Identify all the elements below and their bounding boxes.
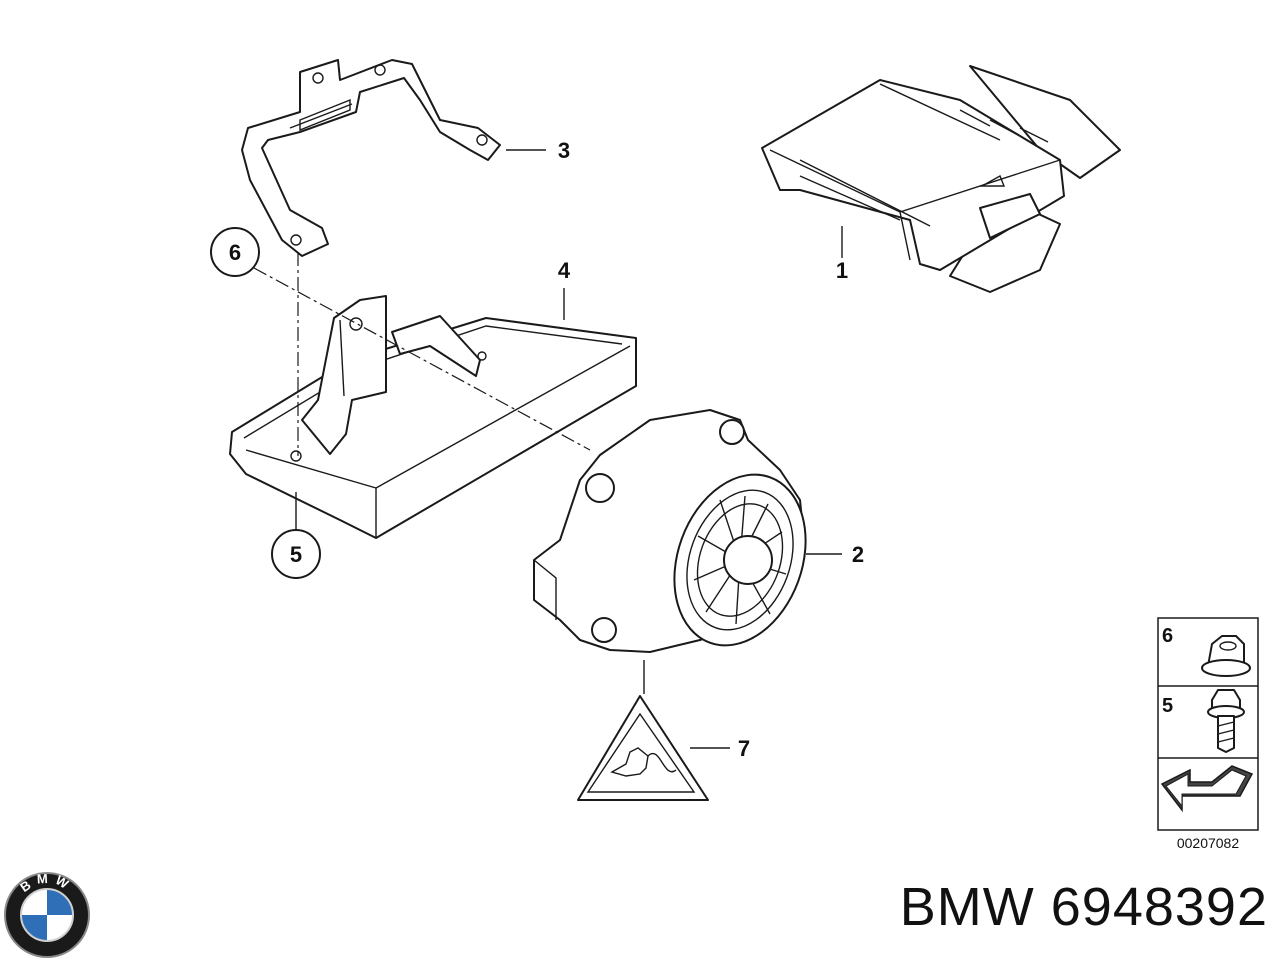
fastener-legend: 6 5 00207082	[1157, 617, 1259, 851]
callout-5: 5	[290, 542, 302, 567]
warning-label-part	[577, 695, 709, 801]
legend-label-6: 6	[1162, 625, 1173, 647]
alarm-siren-part	[533, 409, 807, 653]
part-number: 6948392	[1050, 877, 1268, 937]
callout-6: 6	[229, 240, 241, 265]
callout-3: 3	[558, 138, 570, 163]
callout-7: 7	[738, 736, 750, 761]
callout-4: 4	[558, 258, 571, 283]
flange-bolt-icon	[1207, 689, 1245, 753]
callout-6-circle	[210, 227, 260, 277]
tray-part	[229, 295, 637, 539]
callout-1: 1	[836, 258, 848, 283]
hex-flange-nut-icon	[1201, 635, 1251, 677]
control-module-part	[761, 65, 1121, 293]
bracket-part	[241, 59, 501, 257]
leader-lines	[295, 149, 843, 749]
legend-label-5: 5	[1162, 695, 1173, 717]
arrow-symbol-icon	[1160, 765, 1254, 813]
brand-name: BMW	[899, 877, 1035, 937]
assembly-lines	[253, 252, 591, 456]
part-caption: BMW 6948392	[900, 876, 1268, 938]
callout-2: 2	[852, 542, 864, 567]
diagram-ref-number: 00207082	[1177, 835, 1240, 851]
callout-5-circle	[271, 529, 321, 579]
bmw-roundel-icon: BMW	[4, 871, 90, 958]
